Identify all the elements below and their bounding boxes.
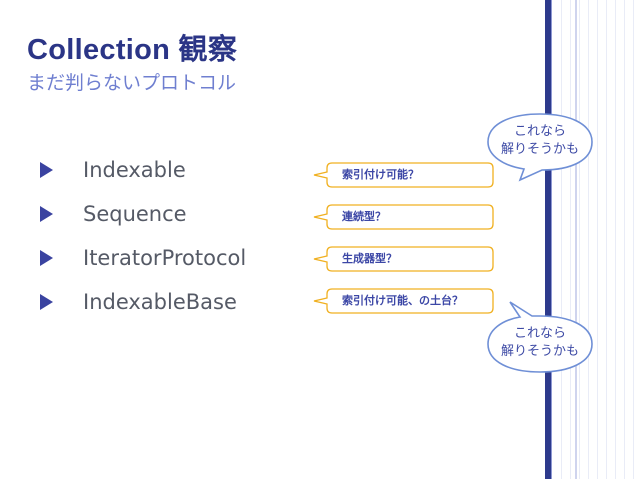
callout-shape	[313, 204, 494, 230]
bullet-triangle-icon	[40, 162, 53, 178]
slide-subtitle: まだ判らないプロトコル	[27, 72, 237, 94]
bullet-label: Indexable	[83, 158, 186, 182]
speech-bubble-shape	[487, 301, 593, 373]
decorative-stripe	[545, 0, 638, 479]
speech-bubble-line: 解りそうかも	[500, 142, 579, 157]
bullet-triangle-icon	[40, 206, 53, 222]
callout-box: 連続型？	[312, 202, 497, 236]
stripe-line	[551, 0, 552, 479]
bullet-item: Indexable	[40, 155, 186, 185]
callout-text: 連続型？	[342, 210, 386, 223]
stripe-bar	[545, 0, 551, 479]
speech-bubble-text: これなら 解りそうかも	[488, 123, 592, 159]
callout-shape	[313, 288, 494, 314]
callout-shape	[313, 162, 494, 188]
callout-box: 索引付け可能？	[312, 160, 497, 194]
speech-bubble-text: これなら 解りそうかも	[488, 325, 592, 361]
bullet-item: Sequence	[40, 199, 187, 229]
callout-box: 索引付け可能、の土台？	[312, 286, 497, 320]
callout-shape	[313, 246, 494, 272]
speech-bubble-line: これなら	[513, 124, 566, 139]
bullet-label: Sequence	[83, 202, 187, 226]
callout-text: 生成器型？	[342, 252, 397, 265]
bullet-item: IteratorProtocol	[40, 243, 246, 273]
speech-bubble-line: これなら	[513, 326, 566, 341]
callout-text: 索引付け可能、の土台？	[342, 294, 463, 307]
speech-bubble-shape	[487, 113, 593, 182]
callout-text: 索引付け可能？	[342, 168, 419, 181]
stripe-accent-line	[575, 0, 577, 479]
speech-bubble-top: これなら 解りそうかも	[480, 108, 600, 188]
speech-bubble-line: 解りそうかも	[500, 344, 579, 359]
bullet-item: IndexableBase	[40, 287, 237, 317]
bullet-label: IteratorProtocol	[83, 246, 247, 270]
bullet-label: IndexableBase	[83, 290, 237, 314]
bullet-triangle-icon	[40, 250, 53, 266]
stripe-pattern	[553, 0, 638, 479]
slide-title: Collection 観察	[27, 34, 238, 66]
bullet-triangle-icon	[40, 294, 53, 310]
callout-box: 生成器型？	[312, 244, 497, 278]
speech-bubble-bottom: これなら 解りそうかも	[480, 298, 600, 378]
